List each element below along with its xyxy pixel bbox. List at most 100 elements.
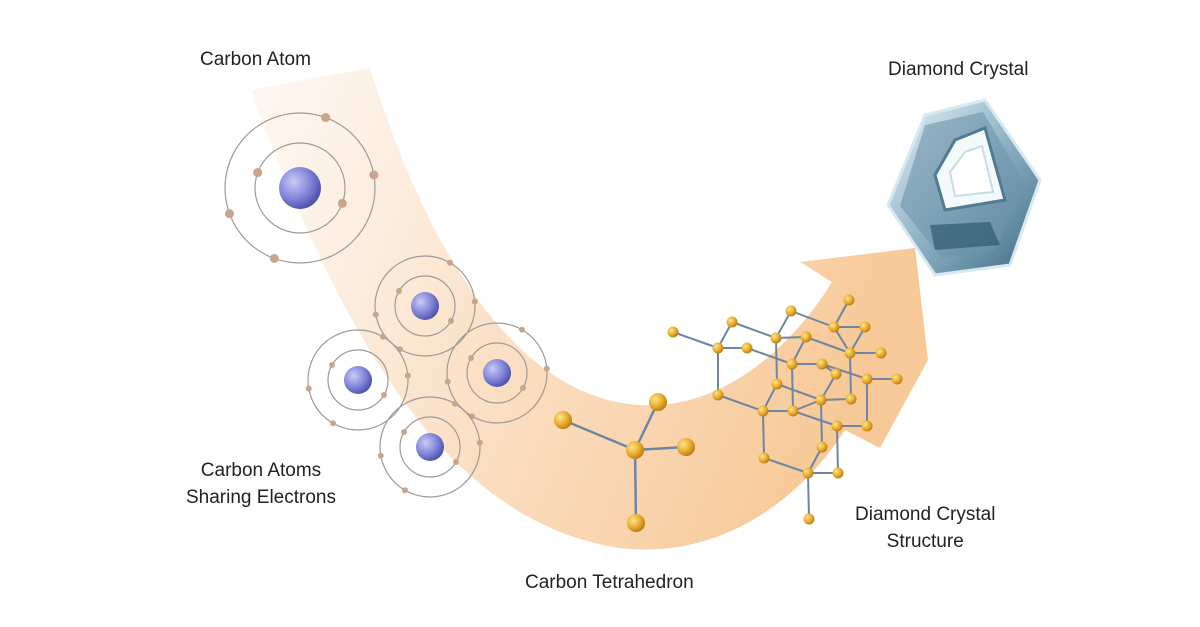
carbon-node bbox=[786, 358, 798, 370]
label-carbon-tetrahedron: Carbon Tetrahedron bbox=[525, 572, 694, 593]
label-carbon-atom: Carbon Atom bbox=[200, 49, 311, 70]
label-line: Sharing Electrons bbox=[186, 487, 336, 508]
bond bbox=[672, 331, 719, 349]
inner-orbit bbox=[394, 275, 456, 337]
inner-orbit bbox=[254, 142, 346, 234]
carbon-atom-icon bbox=[224, 112, 379, 264]
carbon-node bbox=[770, 332, 782, 344]
carbon-atom-icon bbox=[305, 329, 411, 431]
inner-orbit bbox=[399, 416, 461, 478]
electron bbox=[447, 318, 454, 324]
carbon-node bbox=[875, 347, 887, 359]
carbon-node bbox=[800, 331, 812, 343]
outer-orbit bbox=[224, 112, 376, 264]
electron bbox=[444, 378, 451, 385]
carbon-node bbox=[803, 513, 815, 525]
label-diamond-crystal: Diamond Crystal bbox=[888, 59, 1029, 80]
electron bbox=[404, 372, 411, 379]
electron bbox=[468, 355, 475, 361]
label-line: Structure bbox=[886, 531, 964, 552]
label-diamond-crystal-structure: Diamond Crystal Structure bbox=[855, 501, 995, 555]
inner-orbit bbox=[327, 349, 389, 411]
bond bbox=[790, 310, 835, 328]
electron bbox=[225, 209, 235, 219]
carbon-node bbox=[828, 321, 840, 333]
bond bbox=[731, 321, 777, 339]
diamond-lattice bbox=[667, 294, 903, 525]
electron bbox=[269, 253, 279, 263]
bond bbox=[849, 352, 852, 400]
label-line: Diamond Crystal bbox=[855, 504, 996, 525]
bond bbox=[717, 394, 764, 412]
outer-orbit bbox=[446, 322, 548, 424]
carbon-node bbox=[758, 452, 770, 464]
carbon-node bbox=[785, 305, 797, 317]
carbon-node bbox=[816, 358, 828, 370]
electron bbox=[337, 198, 347, 208]
label-line: Carbon Atoms bbox=[200, 460, 322, 481]
electron bbox=[330, 420, 336, 427]
carbon-node bbox=[843, 294, 855, 306]
bond bbox=[746, 347, 793, 365]
bond bbox=[820, 399, 823, 448]
nucleus bbox=[483, 359, 511, 387]
carbon-node bbox=[757, 405, 769, 417]
carbon-node bbox=[891, 373, 903, 385]
electron bbox=[377, 452, 384, 459]
electron bbox=[519, 326, 525, 333]
bond bbox=[633, 449, 638, 524]
outer-orbit bbox=[374, 255, 476, 357]
electron bbox=[476, 439, 483, 446]
bond bbox=[562, 418, 636, 452]
bond bbox=[805, 336, 851, 354]
electron bbox=[401, 429, 408, 435]
bond bbox=[763, 457, 809, 474]
carbon-node bbox=[667, 326, 679, 338]
electron bbox=[396, 288, 403, 294]
carbon-node bbox=[554, 411, 572, 429]
electron bbox=[380, 392, 387, 398]
electron bbox=[402, 487, 408, 494]
carbon-node bbox=[802, 467, 814, 479]
carbon-tetrahedron bbox=[554, 393, 695, 532]
carbon-node bbox=[830, 368, 842, 380]
diamond-crystal-icon bbox=[886, 98, 1042, 277]
bond bbox=[762, 410, 765, 459]
carbon-node bbox=[771, 378, 783, 390]
electron bbox=[452, 400, 458, 407]
bond bbox=[791, 363, 794, 412]
bond bbox=[821, 363, 868, 380]
carbon-atom-icon bbox=[444, 322, 550, 424]
carbon-node bbox=[677, 438, 695, 456]
bond bbox=[775, 337, 778, 385]
electron bbox=[253, 168, 263, 178]
carbon-node bbox=[741, 342, 753, 354]
electron bbox=[380, 333, 386, 340]
electron bbox=[519, 385, 526, 391]
electron bbox=[329, 362, 336, 368]
carbon-node bbox=[859, 321, 871, 333]
electron bbox=[452, 459, 459, 465]
carbon-atom-icon bbox=[372, 255, 478, 357]
carbon-node bbox=[816, 441, 828, 453]
carbon-node bbox=[832, 467, 844, 479]
bond bbox=[836, 425, 839, 474]
carbon-node bbox=[726, 316, 738, 328]
carbon-node bbox=[627, 514, 645, 532]
carbon-node bbox=[861, 373, 873, 385]
carbon-node bbox=[626, 441, 644, 459]
outer-orbit bbox=[307, 329, 409, 431]
carbon-atom-icon bbox=[377, 396, 483, 498]
inner-orbit bbox=[466, 342, 528, 404]
carbon-node bbox=[649, 393, 667, 411]
carbon-node bbox=[712, 342, 724, 354]
nucleus bbox=[344, 366, 372, 394]
electron bbox=[447, 259, 453, 266]
nucleus bbox=[279, 167, 321, 209]
bond bbox=[807, 472, 810, 520]
electron bbox=[305, 385, 312, 392]
bond bbox=[792, 410, 838, 427]
electron bbox=[372, 311, 379, 318]
